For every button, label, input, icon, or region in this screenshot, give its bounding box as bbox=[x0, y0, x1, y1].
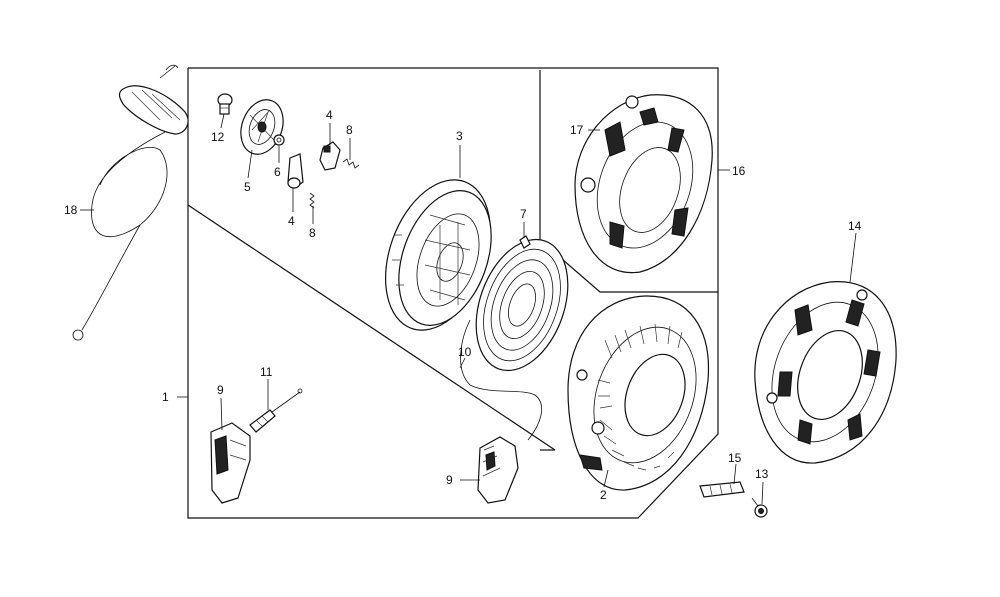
callout-3: 3 bbox=[456, 129, 463, 143]
part-10-starter-rope-segment bbox=[460, 319, 543, 441]
callout-15: 15 bbox=[728, 451, 742, 465]
callout-14: 14 bbox=[848, 219, 862, 233]
part-7-recoil-spring bbox=[475, 235, 569, 372]
part-9-grip-handle-right bbox=[477, 436, 519, 504]
leader-lines bbox=[80, 113, 857, 505]
part-15-collar bbox=[699, 481, 745, 498]
part-5-friction-plate bbox=[240, 99, 284, 155]
callout-17: 17 bbox=[570, 123, 584, 137]
part-3-starter-reel bbox=[384, 179, 492, 331]
callout-16: 16 bbox=[732, 164, 746, 178]
callout-13: 13 bbox=[755, 467, 769, 481]
callout-10: 10 bbox=[458, 345, 472, 359]
callout-2: 2 bbox=[600, 488, 607, 502]
part-13-nut bbox=[751, 497, 768, 518]
rope-handle bbox=[118, 64, 189, 135]
callout-18: 18 bbox=[64, 203, 78, 217]
part-12-bolt bbox=[217, 93, 233, 115]
assembly-outline-group-1 bbox=[187, 67, 719, 519]
part-4-ratchet-pawl-upper bbox=[319, 141, 341, 171]
callout-1: 1 bbox=[162, 390, 169, 404]
part-17-outer-cover bbox=[574, 94, 713, 274]
callout-labels: 1 2 3 4 4 5 6 7 8 8 9 9 10 11 12 13 14 1… bbox=[64, 108, 862, 502]
part-6-washer bbox=[273, 134, 285, 146]
callout-8-lower: 8 bbox=[309, 226, 316, 240]
part-11-rope-pin bbox=[249, 388, 303, 433]
callout-5: 5 bbox=[244, 180, 251, 194]
callout-11: 11 bbox=[260, 365, 273, 379]
callout-8-upper: 8 bbox=[346, 123, 353, 137]
callout-4-lower: 4 bbox=[288, 214, 295, 228]
part-2-starter-case bbox=[567, 295, 710, 491]
callout-6: 6 bbox=[274, 165, 281, 179]
part-14-fan-cover bbox=[754, 281, 897, 464]
callout-7: 7 bbox=[520, 207, 527, 221]
part-18-starter-rope bbox=[72, 64, 189, 341]
part-9-grip-handle-left bbox=[210, 422, 251, 504]
part-8-spring-upper bbox=[342, 158, 360, 169]
part-4-ratchet-pawl-lower bbox=[287, 153, 304, 189]
callout-9-right: 9 bbox=[446, 473, 453, 487]
part-8-spring-lower bbox=[309, 192, 315, 209]
callout-4-upper: 4 bbox=[326, 108, 333, 122]
callout-9-left: 9 bbox=[217, 383, 224, 397]
callout-12: 12 bbox=[211, 130, 225, 144]
